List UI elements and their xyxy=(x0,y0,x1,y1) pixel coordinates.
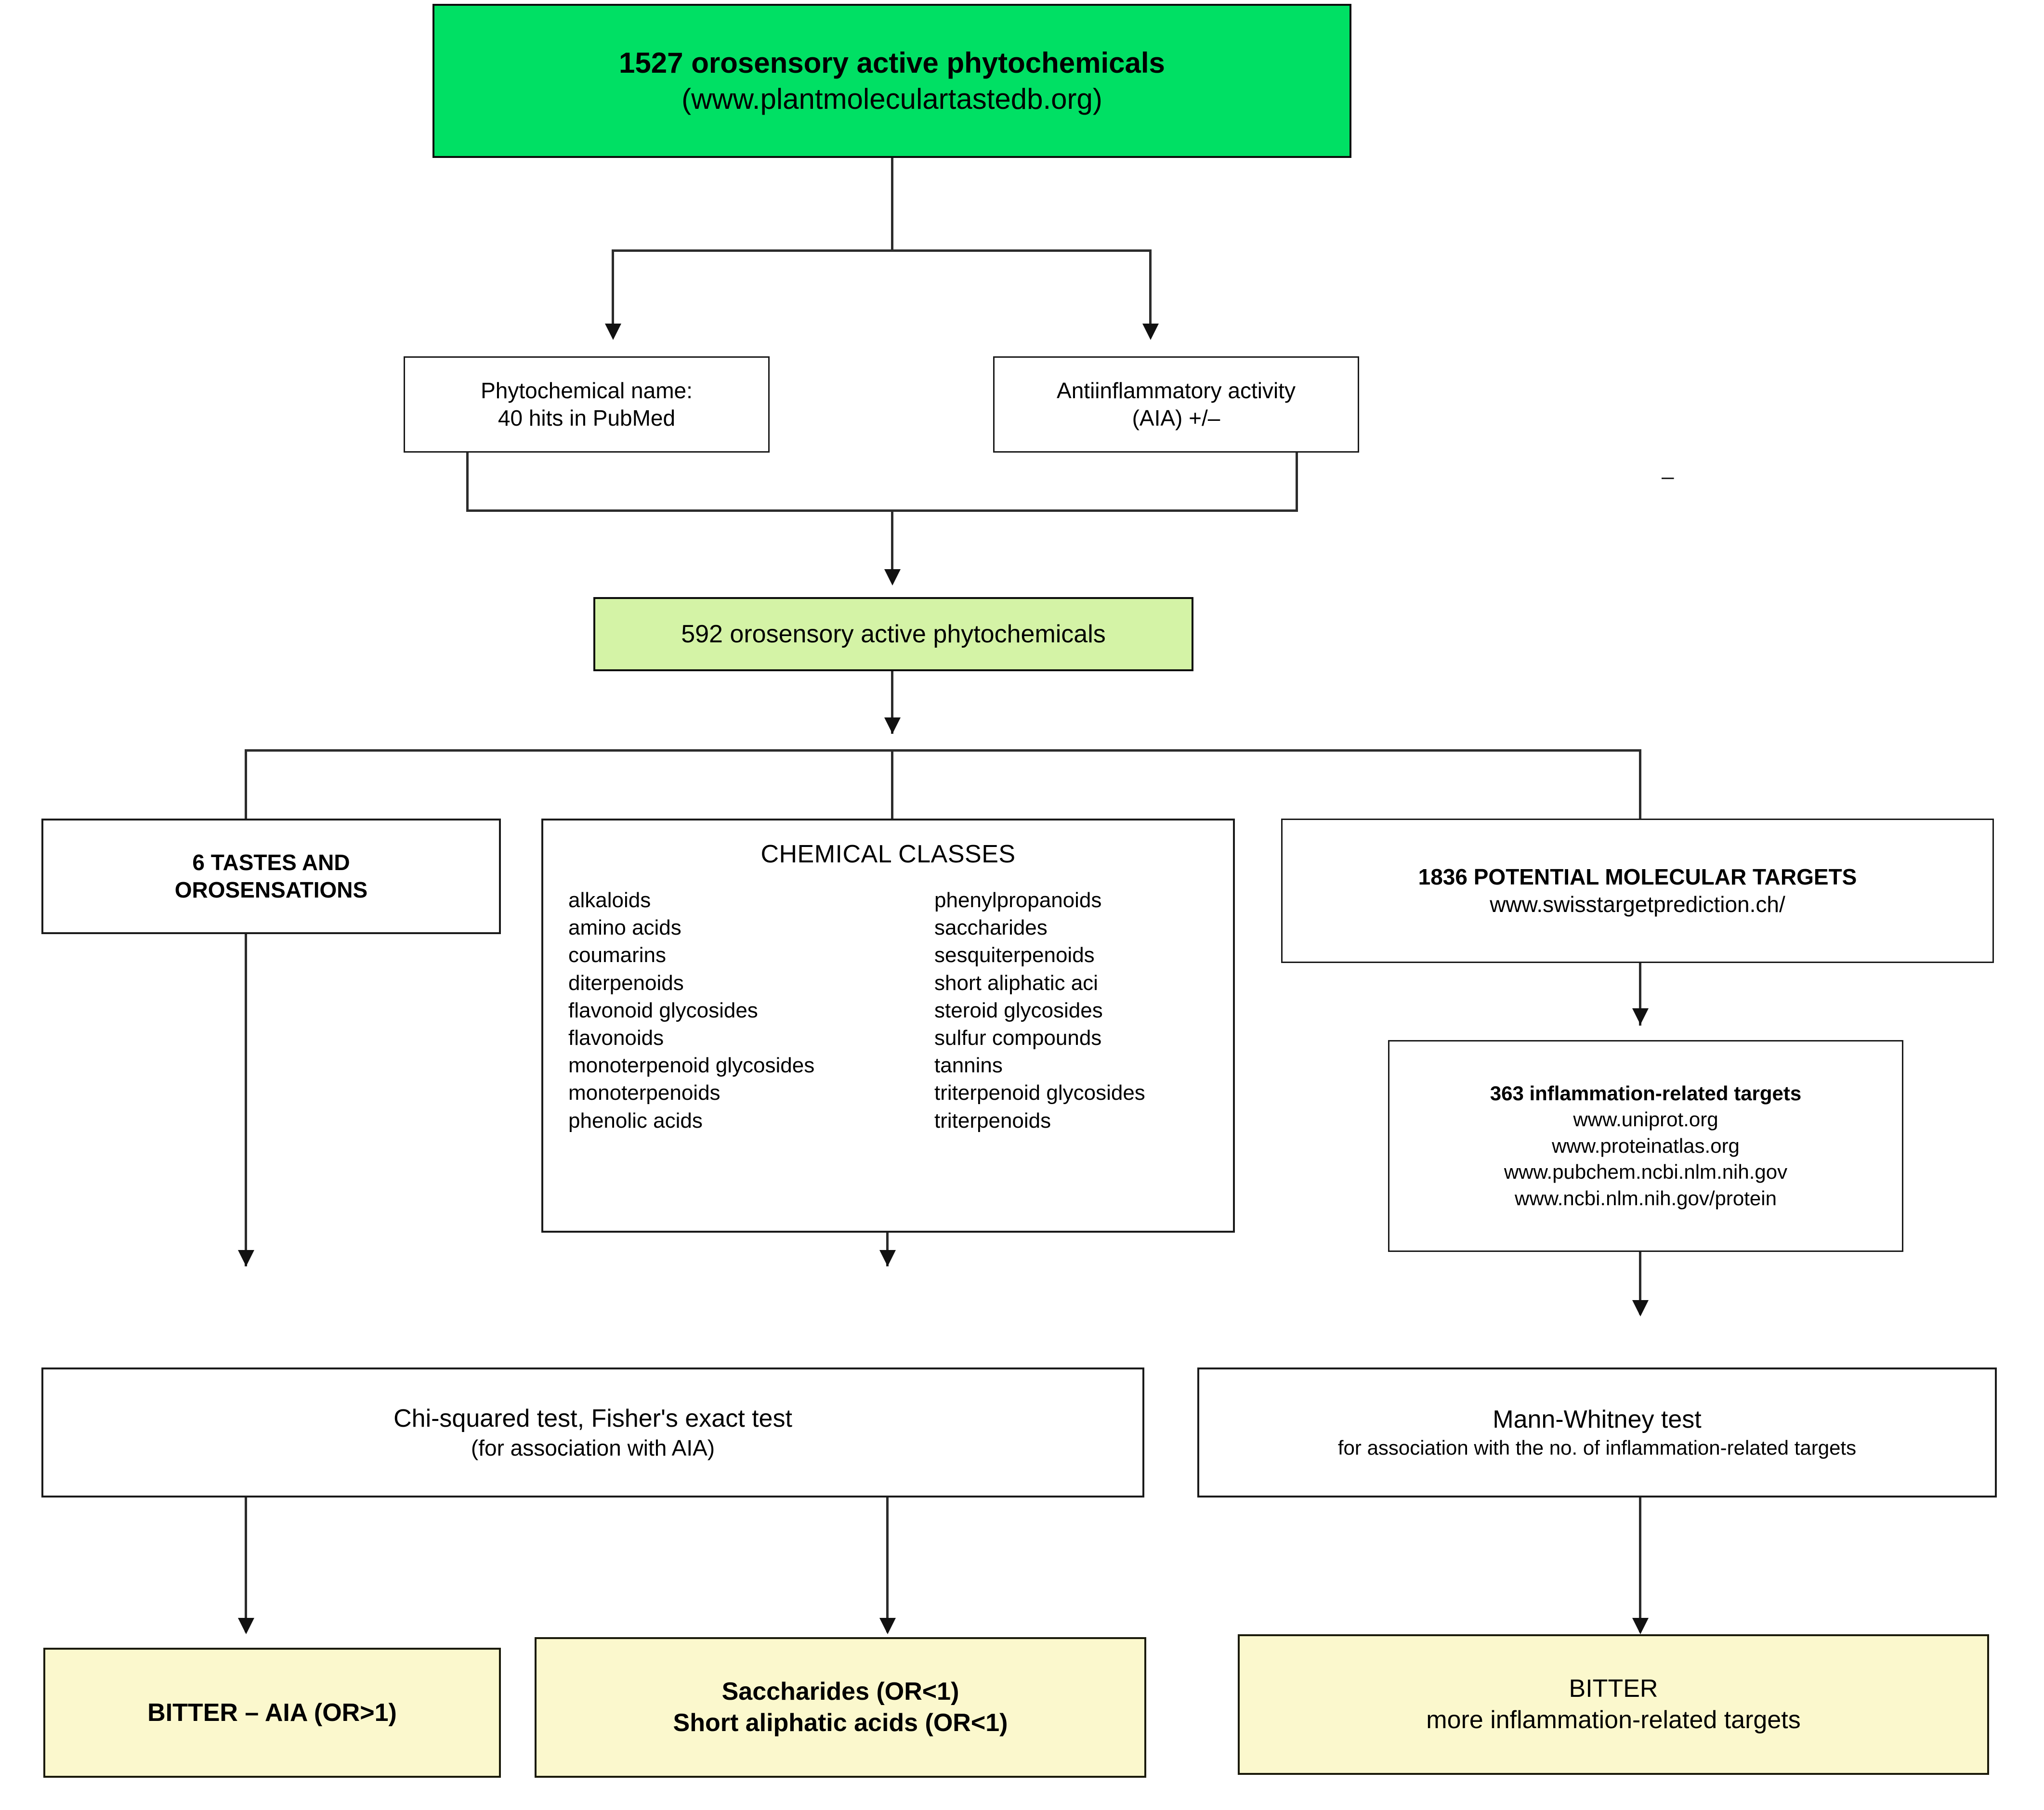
node-filter-antiinflammatory-activity: Antiinflammatory activity (AIA) +/– xyxy=(993,356,1359,453)
chemical-classes-column-right: phenylpropanoids saccharides sesquiterpe… xyxy=(934,886,1145,1134)
node-targets-line2: www.swisstargetprediction.ch/ xyxy=(1490,892,1785,917)
node-infl-line2: www.uniprot.org xyxy=(1573,1108,1718,1131)
list-item: triterpenoids xyxy=(934,1108,1051,1133)
arrow-to-result-bitter-aia xyxy=(238,1618,254,1634)
connector-targets-down xyxy=(1639,963,1641,1026)
node-targets-line1: 1836 POTENTIAL MOLECULAR TARGETS xyxy=(1418,864,1857,889)
node-result-saccharides-line2: Short aliphatic acids (OR<1) xyxy=(673,1709,1008,1737)
node-result-bitter-aia: BITTER – AIA (OR>1) xyxy=(43,1648,501,1778)
list-item: flavonoids xyxy=(568,1026,664,1050)
list-item: phenylpropanoids xyxy=(934,888,1102,912)
node-tastes-orosensations: 6 TASTES AND OROSENSATIONS xyxy=(41,819,501,934)
node-inflammation-related-targets: 363 inflammation-related targets www.uni… xyxy=(1388,1040,1903,1252)
node-infl-line3: www.proteinatlas.org xyxy=(1552,1134,1740,1157)
connector-merge-bar xyxy=(466,509,1298,512)
chemical-classes-list-right: phenylpropanoids saccharides sesquiterpe… xyxy=(934,886,1145,1134)
connector-fork-left xyxy=(612,249,614,326)
list-item: short aliphatic aci xyxy=(934,971,1098,995)
node-chemical-classes-title: CHEMICAL CLASSES xyxy=(760,840,1016,868)
arrow-to-filtered xyxy=(884,569,901,586)
node-chemical-classes: CHEMICAL CLASSES alkaloids amino acids c… xyxy=(541,819,1235,1233)
connector-fork-top xyxy=(612,249,1151,252)
node-result-bitter-targets-line1: BITTER xyxy=(1569,1675,1658,1703)
list-item: phenolic acids xyxy=(568,1108,703,1133)
connector-split-bar xyxy=(245,749,1641,752)
node-mw-line1: Mann-Whitney test xyxy=(1493,1406,1702,1434)
node-filtered-line1: 592 orosensory active phytochemicals xyxy=(681,620,1106,648)
node-mw-line2: for association with the no. of inflamma… xyxy=(1337,1436,1857,1459)
node-source-line2: (www.plantmoleculartastedb.org) xyxy=(681,83,1102,115)
arrow-to-result-saccharides xyxy=(879,1618,896,1634)
connector-filtered-down xyxy=(891,671,893,734)
connector-mw-down xyxy=(1639,1497,1641,1632)
arrow-to-split xyxy=(884,717,901,734)
connector-fork-right xyxy=(1149,249,1152,326)
node-infl-line1: 363 inflammation-related targets xyxy=(1490,1081,1802,1105)
connector-source-down xyxy=(891,158,893,250)
arrow-to-mannwhitney xyxy=(1632,1300,1649,1316)
arrow-to-infl-targets xyxy=(1632,1008,1649,1025)
node-filter-aia-line2: (AIA) +/– xyxy=(1132,405,1220,430)
node-tastes-line1: 6 TASTES AND xyxy=(192,849,350,875)
node-result-bitter-targets: BITTER more inflammation-related targets xyxy=(1238,1634,1989,1775)
list-item: sulfur compounds xyxy=(934,1026,1102,1050)
connector-chisq-center-down xyxy=(886,1497,889,1632)
node-potential-molecular-targets: 1836 POTENTIAL MOLECULAR TARGETS www.swi… xyxy=(1281,819,1994,963)
arrow-to-filter-aia xyxy=(1142,324,1159,340)
connector-tastes-down xyxy=(245,934,247,1266)
node-chisq-line2: (for association with AIA) xyxy=(471,1435,715,1460)
node-test-mann-whitney: Mann-Whitney test for association with t… xyxy=(1197,1367,1997,1497)
node-tastes-line2: OROSENSATIONS xyxy=(174,877,368,902)
arrow-to-filter-name xyxy=(605,324,621,340)
list-item: amino acids xyxy=(568,916,681,940)
stray-dash-mark: – xyxy=(1662,464,1674,489)
list-item: monoterpenoids xyxy=(568,1081,721,1105)
node-filter-name-line2: 40 hits in PubMed xyxy=(498,405,676,430)
connector-merge-down xyxy=(891,509,893,572)
connector-split-right xyxy=(1639,749,1641,821)
node-infl-line5: www.ncbi.nlm.nih.gov/protein xyxy=(1515,1186,1777,1210)
list-item: steroid glycosides xyxy=(934,998,1103,1022)
node-result-saccharides-line1: Saccharides (OR<1) xyxy=(721,1678,959,1706)
list-item: diterpenoids xyxy=(568,971,684,995)
list-item: saccharides xyxy=(934,916,1048,940)
node-result-saccharides: Saccharides (OR<1) Short aliphatic acids… xyxy=(535,1637,1146,1778)
list-item: tannins xyxy=(934,1054,1003,1078)
connector-infl-down xyxy=(1639,1252,1641,1315)
connector-filter-name-down xyxy=(466,453,469,511)
chemical-classes-list-left: alkaloids amino acids coumarins diterpen… xyxy=(568,886,905,1134)
list-item: monoterpenoid glycosides xyxy=(568,1054,815,1078)
arrow-to-result-bitter-targets xyxy=(1632,1618,1649,1634)
node-result-bitter-aia-line1: BITTER – AIA (OR>1) xyxy=(147,1698,397,1727)
node-filter-phytochemical-name: Phytochemical name: 40 hits in PubMed xyxy=(404,356,770,453)
list-item: coumarins xyxy=(568,943,666,967)
list-item: flavonoid glycosides xyxy=(568,998,758,1022)
arrow-to-chisq-left xyxy=(238,1250,254,1266)
node-chisq-line1: Chi-squared test, Fisher's exact test xyxy=(393,1404,792,1432)
node-source-phytochemicals: 1527 orosensory active phytochemicals (w… xyxy=(432,4,1351,158)
connector-chisq-left-down xyxy=(245,1497,247,1632)
connector-filter-aia-down xyxy=(1296,453,1298,511)
arrow-to-chisq-center xyxy=(879,1250,896,1266)
node-infl-line4: www.pubchem.ncbi.nlm.nih.gov xyxy=(1504,1160,1788,1184)
node-source-line1: 1527 orosensory active phytochemicals xyxy=(619,47,1165,79)
list-item: sesquiterpenoids xyxy=(934,943,1095,967)
node-filter-aia-line1: Antiinflammatory activity xyxy=(1057,378,1296,403)
connector-split-left xyxy=(245,749,247,821)
connector-chemclasses-down xyxy=(886,1233,889,1266)
chemical-classes-columns: alkaloids amino acids coumarins diterpen… xyxy=(543,886,1233,1134)
connector-split-center xyxy=(891,749,893,821)
node-result-bitter-targets-line2: more inflammation-related targets xyxy=(1426,1706,1801,1734)
node-filtered-phytochemicals: 592 orosensory active phytochemicals xyxy=(593,597,1193,671)
chemical-classes-column-left: alkaloids amino acids coumarins diterpen… xyxy=(568,886,905,1134)
node-filter-name-line1: Phytochemical name: xyxy=(481,378,693,403)
list-item: triterpenoid glycosides xyxy=(934,1081,1145,1105)
node-test-chi-squared: Chi-squared test, Fisher's exact test (f… xyxy=(41,1367,1144,1497)
list-item: alkaloids xyxy=(568,888,651,912)
